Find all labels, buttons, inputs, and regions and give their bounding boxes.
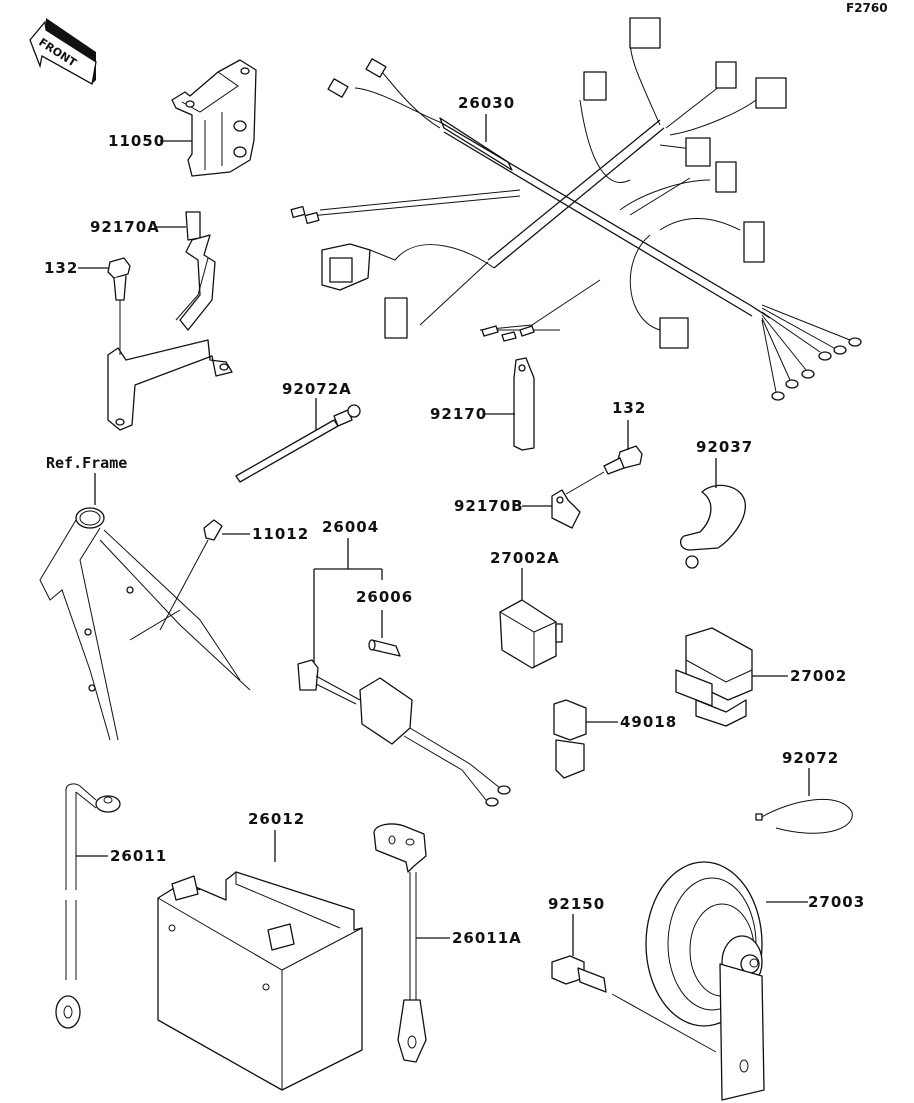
connector-49018: 49018 [553, 699, 677, 779]
battery-cable-26011a: 26011A [373, 823, 522, 1063]
part-label-26004: 26004 [322, 518, 379, 536]
clamp-92170b: 92170B [454, 489, 581, 529]
cap-11012: 11012 [159, 519, 309, 631]
part-label-26030: 26030 [458, 94, 515, 112]
clamp-strap-92170: 92170 [430, 357, 535, 451]
part-label-132-center: 132 [612, 399, 646, 417]
clamp-92170a: 92170A [90, 211, 233, 431]
part-label-27002a: 27002A [490, 549, 560, 567]
fuse-holder-26004: 26004 [297, 518, 511, 807]
relay-27002a: 27002A [490, 549, 563, 669]
bolt-132-left: 132 [44, 257, 131, 355]
fuse-26006: 26006 [356, 588, 413, 657]
horn-27003: 27003 [645, 861, 865, 1101]
part-label-11012: 11012 [252, 525, 309, 543]
battery-26012: 26012 [157, 810, 363, 1091]
bolt-132-center: 132 [565, 399, 646, 495]
wiring-harness-26030: 26030 [290, 17, 862, 401]
figure-code: F2760 [846, 1, 888, 15]
front-arrow-icon: FRONT [29, 18, 97, 86]
battery-cable-26011: 26011 [55, 783, 167, 1029]
bracket-11050: 11050 [108, 59, 257, 177]
part-label-27003: 27003 [808, 893, 865, 911]
part-label-27002: 27002 [790, 667, 847, 685]
part-label-92072: 92072 [782, 749, 839, 767]
part-label-92170a: 92170A [90, 218, 160, 236]
part-label-26011a: 26011A [452, 929, 522, 947]
part-label-26006: 26006 [356, 588, 413, 606]
part-label-26011: 26011 [110, 847, 167, 865]
part-label-92150: 92150 [548, 895, 605, 913]
part-label-26012: 26012 [248, 810, 305, 828]
relay-27002: 27002 [675, 627, 847, 727]
cable-tie-92072: 92072 [755, 749, 853, 834]
part-label-92170b: 92170B [454, 497, 524, 515]
part-label-92072a: 92072A [282, 380, 352, 398]
cable-tie-92072a: 92072A [235, 380, 361, 483]
part-label-11050: 11050 [108, 132, 165, 150]
part-label-132-left: 132 [44, 259, 78, 277]
bolt-92150: 92150 [548, 895, 717, 1053]
part-label-92037: 92037 [696, 438, 753, 456]
reference-label: Ref.Frame [46, 454, 127, 472]
reference-frame: Ref.Frame [39, 454, 251, 741]
clamp-92037: 92037 [679, 438, 753, 569]
part-label-92170: 92170 [430, 405, 487, 423]
part-label-49018: 49018 [620, 713, 677, 731]
